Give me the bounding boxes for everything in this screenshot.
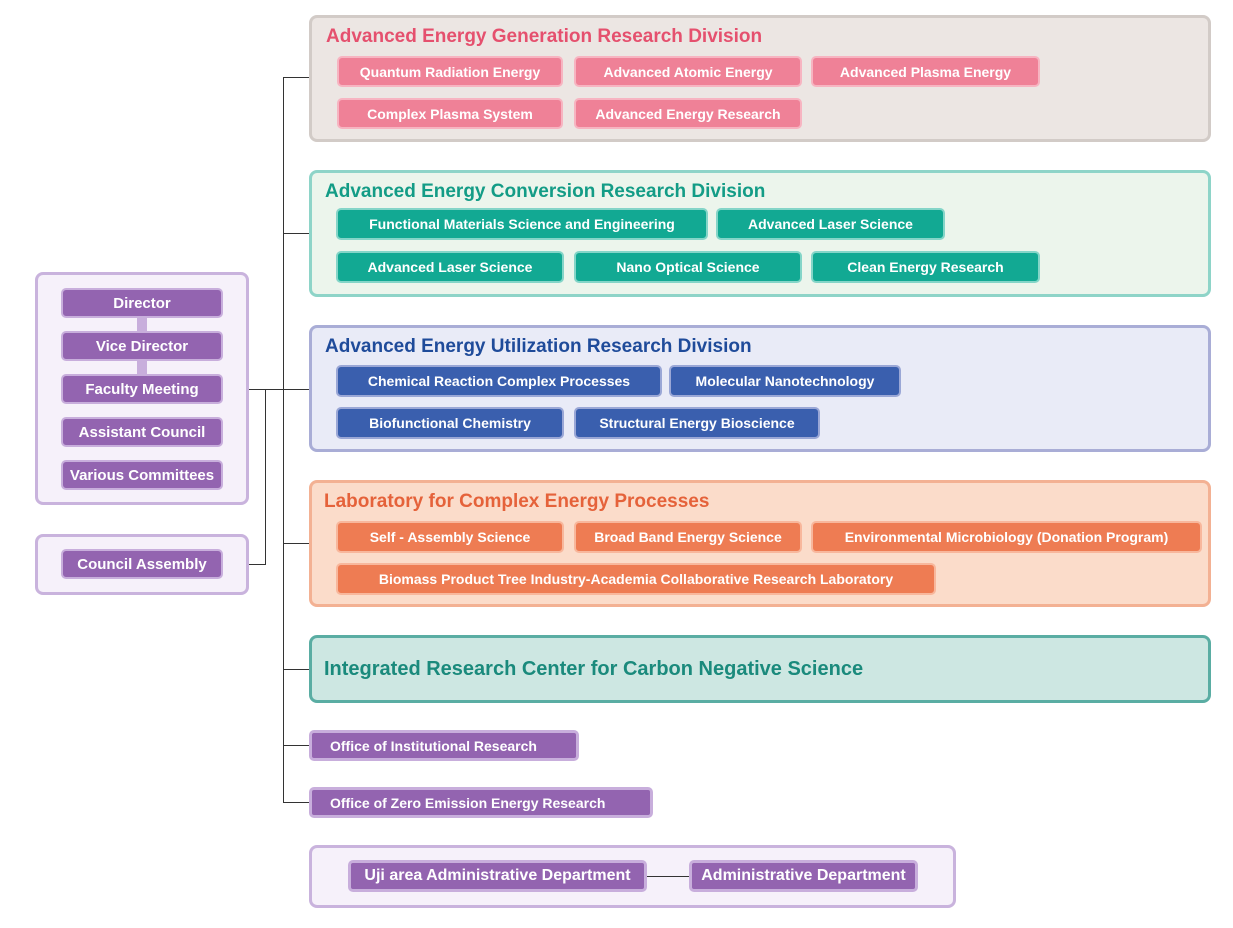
- unit-box: Structural Energy Bioscience: [574, 407, 820, 439]
- branch-line: [283, 802, 309, 803]
- unit-box: Biofunctional Chemistry: [336, 407, 564, 439]
- unit-box: Molecular Nanotechnology: [669, 365, 901, 397]
- trunk-line: [283, 77, 284, 803]
- unit-box: Advanced Energy Research: [574, 98, 802, 129]
- admin-department-box: Administrative Department: [689, 860, 918, 892]
- uji-admin-department-box: Uji area Administrative Department: [348, 860, 647, 892]
- various-committees-box: Various Committees: [61, 460, 223, 490]
- division-title: Advanced Energy Utilization Research Div…: [325, 336, 752, 357]
- unit-box: Functional Materials Science and Enginee…: [336, 208, 708, 240]
- connector-line: [249, 564, 265, 565]
- unit-box: Nano Optical Science: [574, 251, 802, 283]
- faculty-meeting-box: Faculty Meeting: [61, 374, 223, 404]
- unit-box: Advanced Atomic Energy: [574, 56, 802, 87]
- admin-connector: [646, 876, 690, 877]
- council-assembly-box: Council Assembly: [61, 549, 223, 579]
- unit-box: Broad Band Energy Science: [574, 521, 802, 553]
- carbon-negative-center: Integrated Research Center for Carbon Ne…: [309, 635, 1211, 703]
- branch-line: [283, 77, 309, 78]
- generation-division: Advanced Energy Generation Research Divi…: [309, 15, 1211, 142]
- utilization-division: Advanced Energy Utilization Research Div…: [309, 325, 1211, 452]
- branch-line: [283, 389, 309, 390]
- branch-line: [283, 669, 309, 670]
- center-title: Integrated Research Center for Carbon Ne…: [324, 658, 864, 680]
- unit-box: Advanced Laser Science: [716, 208, 945, 240]
- division-title: Advanced Energy Generation Research Divi…: [326, 26, 763, 47]
- director-box: Director: [61, 288, 223, 318]
- unit-box: Clean Energy Research: [811, 251, 1040, 283]
- branch-line: [283, 543, 309, 544]
- leadership-connector: [137, 316, 147, 334]
- institutional-research-office: Office of Institutional Research: [309, 730, 579, 761]
- unit-box: Chemical Reaction Complex Processes: [336, 365, 662, 397]
- unit-box: Quantum Radiation Energy: [337, 56, 563, 87]
- unit-box: Self - Assembly Science: [336, 521, 564, 553]
- assistant-council-box: Assistant Council: [61, 417, 223, 447]
- branch-line: [283, 745, 309, 746]
- branch-line: [283, 233, 309, 234]
- vice-director-box: Vice Director: [61, 331, 223, 361]
- zero-emission-office: Office of Zero Emission Energy Research: [309, 787, 653, 818]
- conversion-division: Advanced Energy Conversion Research Divi…: [309, 170, 1211, 297]
- division-title: Laboratory for Complex Energy Processes: [324, 491, 710, 512]
- unit-box: Environmental Microbiology (Donation Pro…: [811, 521, 1202, 553]
- division-title: Advanced Energy Conversion Research Divi…: [325, 181, 766, 202]
- connector-line: [265, 389, 266, 565]
- unit-box: Advanced Plasma Energy: [811, 56, 1040, 87]
- unit-box: Advanced Laser Science: [336, 251, 564, 283]
- leadership-connector: [137, 359, 147, 377]
- unit-box: Biomass Product Tree Industry-Academia C…: [336, 563, 936, 595]
- complex-energy-laboratory: Laboratory for Complex Energy Processes …: [309, 480, 1211, 607]
- unit-box: Complex Plasma System: [337, 98, 563, 129]
- connector-line: [249, 389, 283, 390]
